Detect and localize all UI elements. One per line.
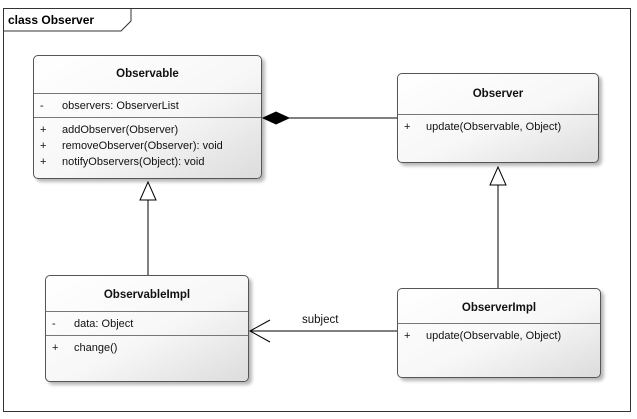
operations-compartment: + addObserver(Observer) + removeObserver… [34,118,261,173]
generalization-arrowhead-observable [139,180,157,201]
class-observer-impl[interactable]: ObserverImpl + update(Observable, Object… [397,288,601,378]
operation-text: addObserver(Observer) [62,124,179,136]
class-name: Observer [398,74,598,115]
visibility-marker: + [40,124,47,136]
operation-text: update(Observable, Object) [426,121,562,133]
operations-compartment: + update(Observable, Object) [398,115,598,138]
association-open-arrowhead [248,319,271,343]
operations-compartment: + update(Observable, Object) [398,324,600,347]
visibility-marker: + [404,330,411,342]
operation: + update(Observable, Object) [398,119,598,135]
class-name: ObservableImpl [46,276,248,312]
attributes-compartment: - observers: ObserverList [34,94,261,118]
generalization-arrowhead-observer [489,165,507,186]
visibility-marker: + [40,156,47,168]
class-observable[interactable]: Observable - observers: ObserverList + a… [33,55,262,179]
attribute-text: observers: ObserverList [62,100,179,112]
class-name: Observable [34,56,261,94]
operation-text: removeObserver(Observer): void [62,140,223,152]
operation: + removeObserver(Observer): void [34,138,261,154]
class-observable-impl[interactable]: ObservableImpl - data: Object + change() [45,275,249,382]
visibility-marker: - [40,100,44,112]
operation: + update(Observable, Object) [398,328,600,344]
association-label: subject [302,314,339,326]
visibility-marker: - [52,318,56,330]
composition-diamond [261,111,291,125]
attributes-compartment: - data: Object [46,312,248,336]
operation: + change() [46,340,248,356]
attribute: - observers: ObserverList [34,98,261,114]
class-observer[interactable]: Observer + update(Observable, Object) [397,73,599,163]
frame-title: class Observer [8,13,95,27]
class-name: ObserverImpl [398,289,600,324]
visibility-marker: + [404,121,411,133]
operation-text: notifyObservers(Object): void [62,156,205,168]
operations-compartment: + change() [46,336,248,359]
operation-text: update(Observable, Object) [426,330,562,342]
operation-text: change() [74,342,118,354]
visibility-marker: + [52,342,59,354]
operation: + addObserver(Observer) [34,122,261,138]
attribute-text: data: Object [74,318,134,330]
operation: + notifyObservers(Object): void [34,154,261,170]
frame-tab-outline [3,8,132,32]
attribute: - data: Object [46,316,248,332]
visibility-marker: + [40,140,47,152]
